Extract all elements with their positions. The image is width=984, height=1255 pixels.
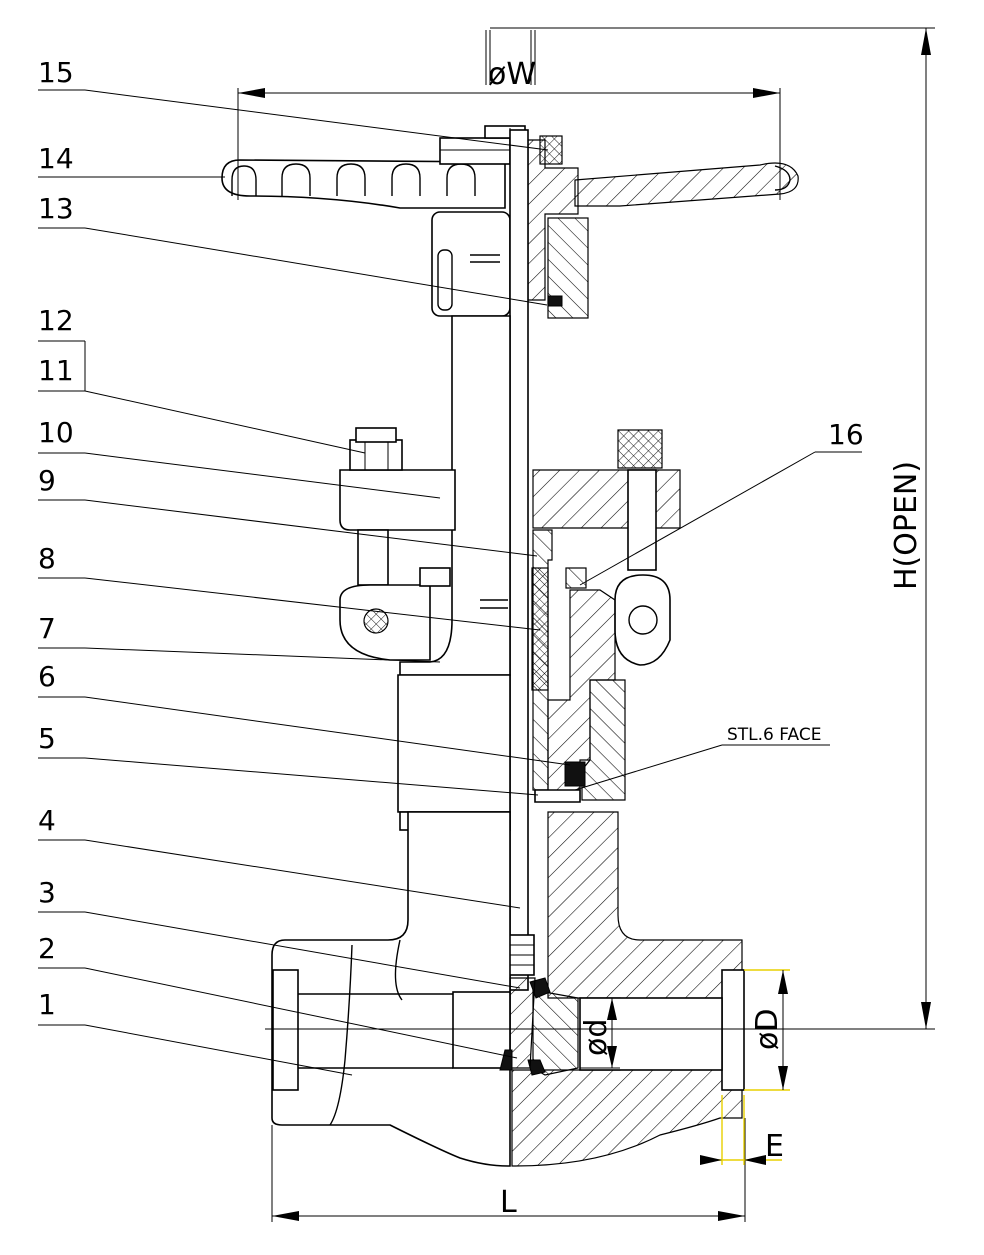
yoke: [339, 315, 511, 676]
bonnet-section: [531, 429, 681, 803]
callout-9: 9: [38, 464, 56, 497]
callout-4: 4: [38, 804, 56, 837]
callout-leaders: [38, 89, 862, 1076]
dimension-e: E: [700, 1095, 784, 1165]
callout-labels: 15 14 13 12 11 10 9 8 7 6 5 4 3 2 1 16 S…: [38, 56, 864, 1021]
dimension-h: H(OPEN): [490, 27, 935, 1030]
callout-14: 14: [38, 142, 74, 175]
dimension-label-d: ød: [579, 1019, 614, 1056]
dimension-label-l: L: [500, 1185, 517, 1220]
handwheel-spokes: [231, 163, 476, 196]
callout-2: 2: [38, 932, 56, 965]
callout-1: 1: [38, 988, 56, 1021]
valve-body: [271, 811, 745, 1167]
callout-11: 11: [38, 354, 74, 387]
callout-10: 10: [38, 416, 74, 449]
callout-15: 15: [38, 56, 74, 89]
dimension-d-small: ød: [579, 997, 620, 1069]
callout-7: 7: [38, 612, 56, 645]
callout-3: 3: [38, 876, 56, 909]
dimension-label-w: øW: [488, 57, 536, 92]
callout-12: 12: [38, 304, 74, 337]
dimension-label-e: E: [765, 1129, 784, 1164]
dimension-w: øW: [237, 30, 781, 200]
callout-16: 16: [828, 418, 864, 451]
callout-8: 8: [38, 542, 56, 575]
dimension-label-big-d: øD: [750, 1009, 785, 1050]
callout-13: 13: [38, 192, 74, 225]
callout-6: 6: [38, 660, 56, 693]
dimension-label-h: H(OPEN): [889, 461, 924, 590]
dimension-l: L: [271, 1118, 746, 1222]
dimension-d-large: øD: [744, 969, 790, 1091]
bonnet-left: [397, 674, 511, 831]
handwheel: [221, 125, 799, 209]
stellite-face-note: STL.6 FACE: [727, 725, 821, 745]
callout-5: 5: [38, 722, 56, 755]
